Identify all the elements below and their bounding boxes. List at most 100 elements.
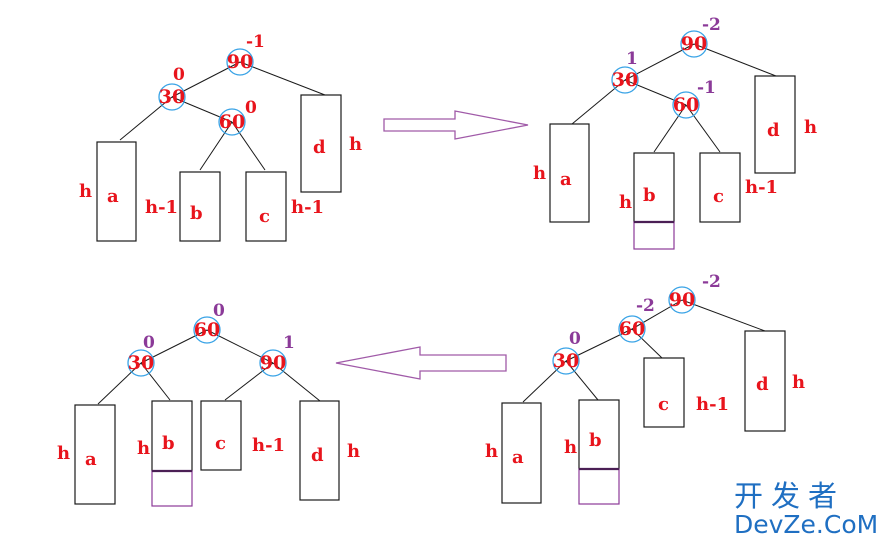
node-value: 30 — [128, 352, 154, 374]
subtree-label: c — [259, 206, 270, 227]
watermark: 开发者 DevZe.CoM — [734, 479, 878, 539]
balance-factor: -2 — [702, 272, 721, 292]
subtree-label: a — [512, 447, 524, 468]
node-ring — [672, 91, 700, 119]
node-value: 30 — [553, 350, 579, 372]
node-value: 30 — [612, 69, 638, 91]
balance-factor: 1 — [283, 333, 295, 353]
subtree-label: a — [560, 169, 572, 190]
node-value: 90 — [260, 352, 286, 374]
height-label: h-1 — [291, 197, 324, 218]
node-value: 90 — [681, 33, 707, 55]
subtree-box-c — [200, 400, 242, 471]
balance-factor: -2 — [702, 15, 721, 35]
edge — [272, 362, 321, 402]
subtree-box-a — [96, 141, 137, 242]
edge — [239, 61, 326, 96]
height-label: h — [619, 192, 632, 213]
subtree-label: c — [215, 433, 226, 454]
height-label: h-1 — [252, 435, 285, 456]
subtree-label: d — [313, 137, 326, 158]
watermark-en: DevZe.CoM — [734, 510, 878, 539]
subtree-label: d — [311, 445, 324, 466]
subtree-label: b — [589, 430, 602, 451]
node-ring — [552, 347, 580, 375]
edge — [206, 329, 274, 364]
node-value: 90 — [227, 51, 253, 73]
node-ring — [193, 316, 221, 344]
subtree-label: b — [643, 185, 656, 206]
subtree-label: d — [756, 374, 769, 395]
height-label: h — [792, 372, 805, 393]
subtree-box-a — [501, 402, 542, 504]
subtree-box-d — [299, 400, 340, 501]
height-label: h-1 — [696, 394, 729, 415]
edge — [97, 362, 142, 405]
right-arrow-icon — [383, 110, 529, 140]
node-ring — [127, 349, 155, 377]
edge — [653, 104, 687, 153]
subtree-box-c — [643, 357, 685, 428]
subtree-label: a — [85, 449, 97, 470]
balance-factor: 0 — [569, 329, 581, 349]
height-label: h — [79, 181, 92, 202]
node-ring — [259, 349, 287, 377]
node-value: 60 — [673, 94, 699, 116]
balance-factor: 0 — [213, 301, 225, 321]
edge — [224, 362, 274, 401]
watermark-cn: 开发者 — [734, 479, 845, 513]
subtree-box-c — [699, 152, 741, 223]
node-ring — [680, 30, 708, 58]
edge — [693, 43, 777, 77]
panel-bottom-right: 90 60 30 -2 -2 0 a b c d h h h-1 h — [485, 272, 805, 505]
subtree-label: c — [713, 186, 724, 207]
height-label: h — [347, 441, 360, 462]
edge — [624, 79, 687, 106]
edge — [631, 299, 683, 330]
panel-top-right: 90 30 60 -2 1 -1 a b c d h h h-1 h — [533, 15, 817, 250]
balance-factor: -2 — [636, 296, 655, 316]
node-ring — [158, 83, 186, 111]
edge — [685, 104, 721, 153]
height-label: h — [804, 117, 817, 138]
height-label: h — [564, 437, 577, 458]
panel-bottom-left: 60 30 90 0 0 1 a b c d h h h-1 h — [57, 301, 360, 507]
node-value: 60 — [619, 318, 645, 340]
subtree-label: b — [190, 203, 203, 224]
edge — [231, 121, 266, 171]
node-value: 30 — [159, 86, 185, 108]
edge — [522, 360, 567, 403]
edge — [140, 362, 171, 401]
edge — [565, 360, 599, 401]
node-value: 60 — [219, 111, 245, 133]
subtree-box-d — [300, 94, 342, 193]
subtree-box-a — [549, 123, 590, 223]
balance-factor: 0 — [143, 333, 155, 353]
edge — [565, 328, 633, 362]
edge — [119, 96, 173, 141]
subtree-box-b-extension — [151, 470, 193, 507]
node-ring — [618, 315, 646, 343]
subtree-box-b — [179, 171, 221, 242]
height-label: h-1 — [145, 197, 178, 218]
edge — [171, 96, 233, 123]
panel-top-left: 90 30 60 -1 0 0 a b c d h h-1 h-1 h — [79, 32, 362, 242]
node-ring — [611, 66, 639, 94]
edge — [631, 328, 663, 359]
node-ring — [668, 286, 696, 314]
balance-factor: -1 — [246, 32, 265, 52]
subtree-label: a — [107, 186, 119, 207]
left-arrow-icon — [335, 346, 507, 380]
balance-factor: -1 — [697, 78, 716, 98]
subtree-box-d — [754, 75, 796, 174]
subtree-box-d — [744, 330, 786, 432]
subtree-label: c — [658, 394, 669, 415]
node-ring — [226, 48, 254, 76]
node-value: 60 — [194, 319, 220, 341]
height-label: h — [533, 163, 546, 184]
height-label: h — [57, 443, 70, 464]
edge — [571, 79, 626, 125]
subtree-box-b-extension — [633, 221, 675, 250]
node-ring — [218, 108, 246, 136]
